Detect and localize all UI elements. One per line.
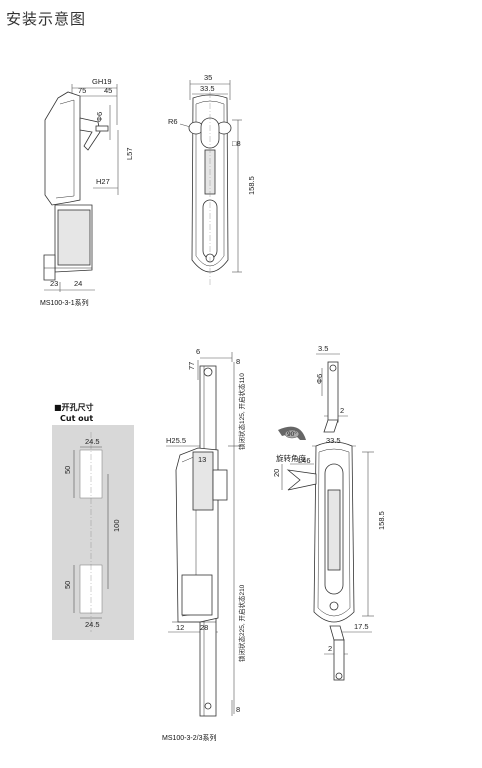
rotation-label: 旋转角度 bbox=[276, 453, 306, 463]
dim-6: 6 bbox=[196, 347, 200, 356]
dim-square-8: □8 bbox=[232, 139, 241, 148]
cutout-dim-height-top: 50 bbox=[63, 466, 72, 474]
dim-8-top: 8 bbox=[236, 357, 240, 366]
rotation-value: 90° bbox=[287, 430, 297, 438]
dim-20: 20 bbox=[272, 469, 281, 477]
dim-l46: L46 bbox=[298, 456, 311, 465]
dim-h25-5: H25.5 bbox=[166, 436, 186, 445]
cutout-panel: ■开孔尺寸 Cut out 24.5 50 100 50 24.5 bbox=[52, 402, 134, 640]
dim-13: 13 bbox=[198, 455, 206, 464]
dim-158-5-b: 158.5 bbox=[377, 511, 386, 530]
dim-33-5: 33.5 bbox=[200, 84, 215, 93]
dim-45: 45 bbox=[104, 86, 112, 95]
dim-17-5: 17.5 bbox=[354, 622, 369, 631]
view-3-caption: MS100-3-2/3系列 bbox=[162, 733, 216, 742]
note-upper-stroke: 锁闭状态125, 开启状态110 bbox=[237, 373, 246, 450]
cutout-dim-width-top: 24.5 bbox=[85, 437, 100, 446]
cutout-dim-gap: 100 bbox=[112, 519, 121, 532]
dim-23: 23 bbox=[50, 279, 58, 288]
cutout-title-cn: ■开孔尺寸 bbox=[54, 402, 94, 412]
page-title: 安装示意图 bbox=[6, 10, 87, 28]
dim-phi6: Φ6 bbox=[95, 112, 104, 122]
dim-33-5-b: 33.5 bbox=[326, 436, 341, 445]
dim-phi6-b: Φ6 bbox=[315, 374, 324, 384]
dim-h27: H27 bbox=[96, 177, 110, 186]
view-2-front: 35 33.5 R6 □8 158.5 bbox=[168, 73, 256, 285]
view-1-side: GH19 75 45 Φ6 L57 H27 23 24 MS100-3-1系列 bbox=[40, 77, 134, 307]
dim-3-5: 3.5 bbox=[318, 344, 328, 353]
view-4-front: 90° 旋转角度 3.5 Φ6 2 33.5 L46 20 158.5 17.5… bbox=[272, 344, 386, 681]
dim-2-bottom: 2 bbox=[328, 644, 332, 653]
view-1-caption: MS100-3-1系列 bbox=[40, 298, 89, 307]
dim-24: 24 bbox=[74, 279, 82, 288]
dim-r6: R6 bbox=[168, 117, 178, 126]
dim-2-top: 2 bbox=[340, 406, 344, 415]
note-lower-stroke: 锁闭状态225, 开启状态210 bbox=[237, 584, 246, 662]
dim-75: 75 bbox=[78, 86, 86, 95]
dim-28: 28 bbox=[200, 623, 208, 632]
cutout-dim-height-bottom: 50 bbox=[63, 581, 72, 589]
dim-gh19: GH19 bbox=[92, 77, 112, 86]
dim-158-5: 158.5 bbox=[247, 176, 256, 195]
view-3-side: 6 8 77 H25.5 13 12 28 8 锁闭状态125, 开启状态110… bbox=[162, 347, 246, 742]
cutout-dim-width-bottom: 24.5 bbox=[85, 620, 100, 629]
dim-35: 35 bbox=[204, 73, 212, 82]
cutout-title-en: Cut out bbox=[60, 414, 93, 423]
dim-8-bottom: 8 bbox=[236, 705, 240, 714]
dim-77: 77 bbox=[187, 362, 196, 370]
dim-l57: L57 bbox=[125, 147, 134, 160]
dim-12: 12 bbox=[176, 623, 184, 632]
